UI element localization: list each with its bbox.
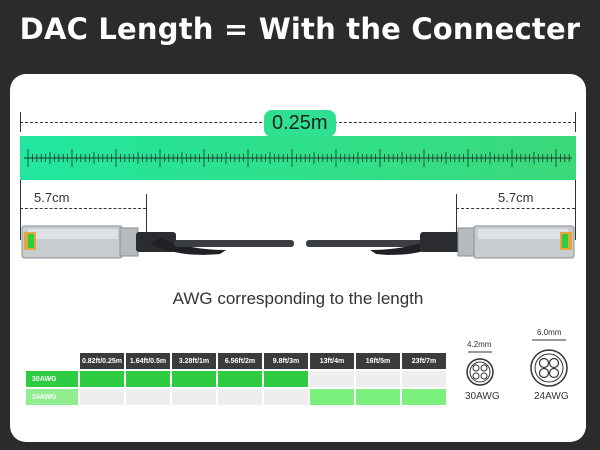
- awg30-diameter-label: 4.2mm: [467, 340, 492, 349]
- awg30-cell: [262, 369, 310, 389]
- right-connector-tick-a: [575, 180, 576, 240]
- awg-col-header: 16ft/5m: [354, 351, 402, 371]
- awg30-cell: [308, 369, 356, 389]
- right-sfp-contacts-tip: [562, 234, 568, 248]
- dac-cable-image: [21, 225, 575, 259]
- left-connector-dim-line: [20, 208, 146, 209]
- awg-table-corner: [24, 351, 80, 371]
- left-connector-tick-b: [146, 194, 147, 240]
- right-boot: [420, 232, 460, 252]
- awg24-cell: [124, 387, 172, 407]
- left-connector-label: 5.7cm: [34, 190, 70, 205]
- awg-table-row-30: 30AWG: [24, 369, 448, 389]
- right-connector-tick-b: [456, 194, 457, 240]
- awg24-cell: [308, 387, 356, 407]
- awg24-cell: [216, 387, 264, 407]
- right-sfp-pull: [457, 227, 477, 257]
- awg-row-label: 24AWG: [24, 387, 80, 407]
- awg30-cross-section-icon: [466, 351, 494, 386]
- left-cable: [174, 240, 294, 247]
- awg30-cross-section-label: 30AWG: [465, 391, 500, 402]
- awg30-cell: [216, 369, 264, 389]
- awg24-diameter-label: 6.0mm: [537, 328, 562, 337]
- length-right-tick: [575, 112, 576, 132]
- diagram-panel: 0.25m 5.7cm 5.7cm AWG corresponding to t…: [10, 74, 586, 442]
- awg30-cell: [124, 369, 172, 389]
- left-sfp-top: [28, 229, 118, 239]
- awg-table-row-24: 24AWG: [24, 387, 448, 407]
- awg-section-title: AWG corresponding to the length: [172, 289, 424, 308]
- awg30-cell: [78, 369, 126, 389]
- awg24-cell: [78, 387, 126, 407]
- awg24-cell: [262, 387, 310, 407]
- awg30-cell: [170, 369, 218, 389]
- awg24-cell: [170, 387, 218, 407]
- awg-col-header: 1.64ft/0.5m: [124, 351, 172, 371]
- right-connector-dim-line: [456, 208, 575, 209]
- left-sfp-contacts-tip: [28, 234, 34, 248]
- awg24-cross-section-label: 24AWG: [534, 391, 569, 402]
- length-left-tick: [20, 112, 21, 132]
- awg-col-header: 23ft/7m: [400, 351, 448, 371]
- awg-col-header: 0.82ft/0.25m: [78, 351, 126, 371]
- awg-table: 0.82ft/0.25m 1.64ft/0.5m 3.28ft/1m 6.56f…: [24, 351, 448, 407]
- awg24-cell: [354, 387, 402, 407]
- right-cable: [306, 240, 426, 247]
- ruler-ticks: [24, 149, 572, 167]
- right-sfp-top: [478, 229, 568, 239]
- awg-row-label: 30AWG: [24, 369, 80, 389]
- awg24-cross-section-icon: [530, 339, 568, 387]
- awg-col-header: 13ft/4m: [308, 351, 356, 371]
- length-label: 0.25m: [264, 110, 336, 137]
- awg24-cell: [400, 387, 448, 407]
- awg-col-header: 6.56ft/2m: [216, 351, 264, 371]
- right-connector-label: 5.7cm: [498, 190, 534, 205]
- awg30-cell: [400, 369, 448, 389]
- page-title: DAC Length = With the Connecter: [19, 12, 581, 46]
- awg-table-header-row: 0.82ft/0.25m 1.64ft/0.5m 3.28ft/1m 6.56f…: [24, 351, 448, 371]
- awg-col-header: 9.8ft/3m: [262, 351, 310, 371]
- left-connector-tick-a: [20, 180, 21, 240]
- awg30-cell: [354, 369, 402, 389]
- ruler-bar: [20, 136, 576, 180]
- awg-col-header: 3.28ft/1m: [170, 351, 218, 371]
- left-sfp-pull: [119, 227, 139, 257]
